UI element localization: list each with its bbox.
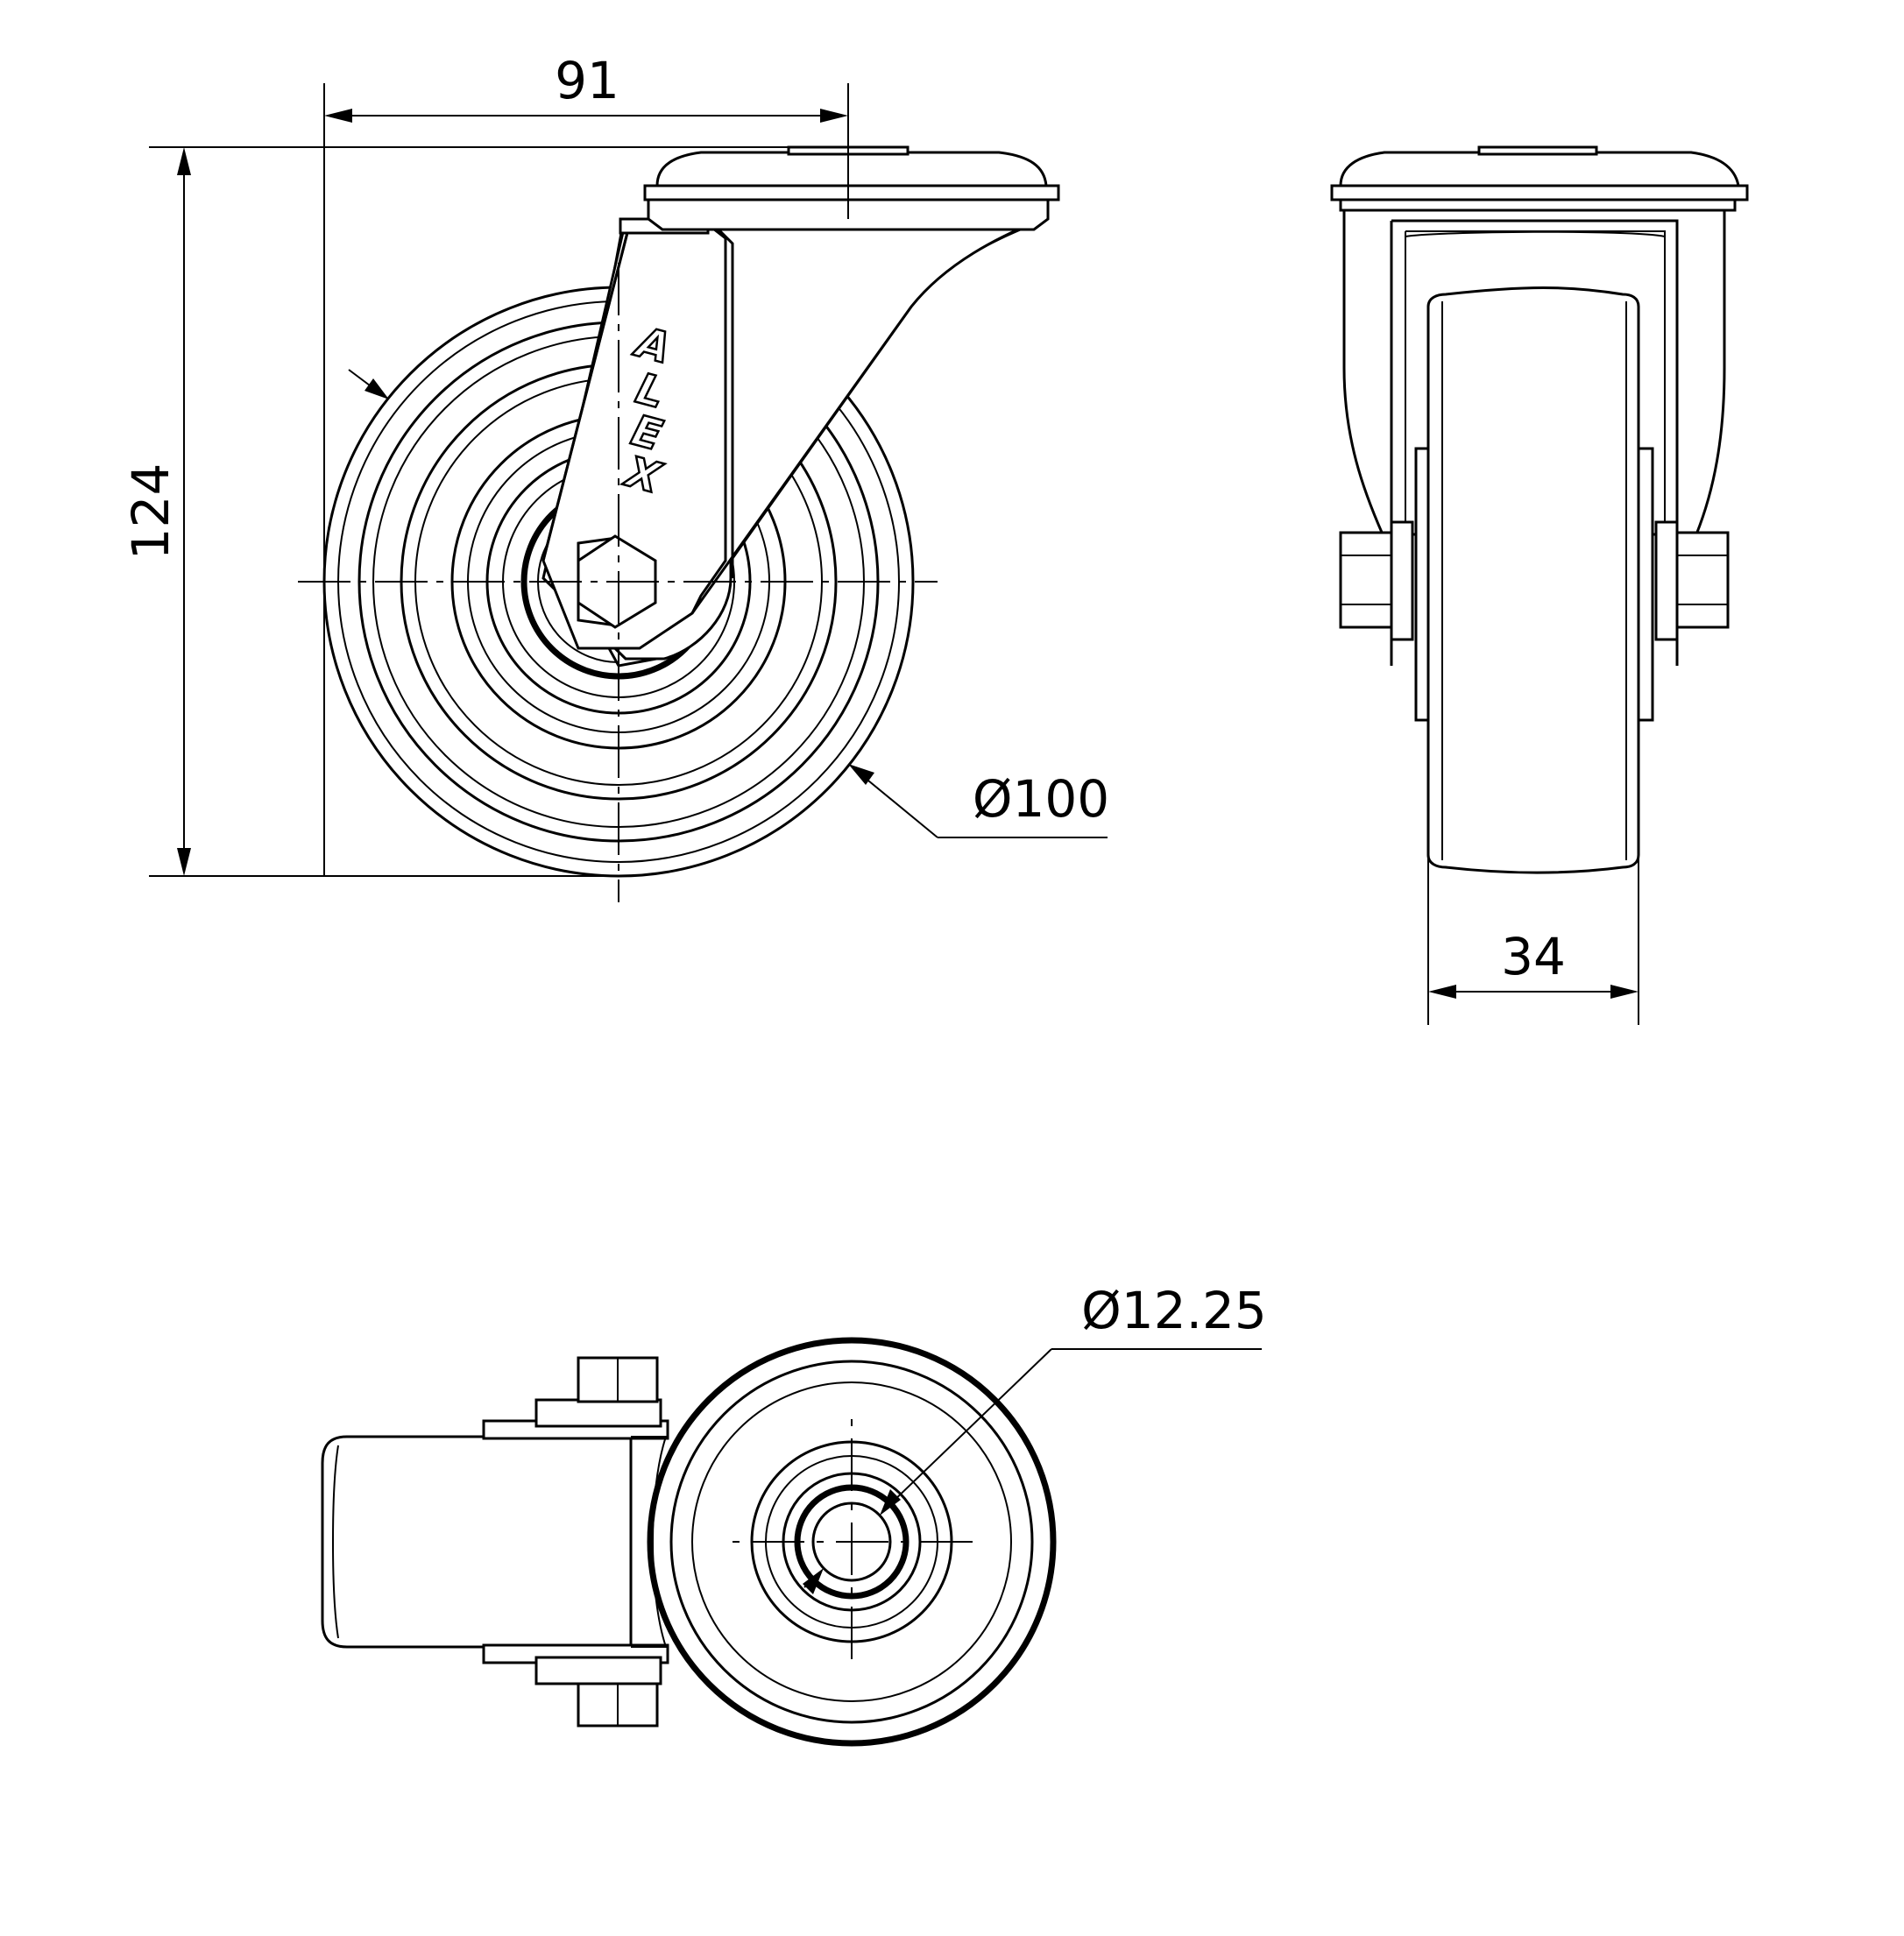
top-view: Ø12.25	[321, 1281, 1267, 1747]
side-view-top-plate	[643, 145, 1060, 231]
dimension-91-label: 91	[555, 51, 619, 110]
dimension-34-label: 34	[1501, 927, 1566, 986]
tread-leader	[348, 369, 389, 399]
dimension-diameter-12-25: Ø12.25	[803, 1281, 1267, 1594]
logo-letter-l: L	[631, 364, 669, 419]
dimension-diameter-100-label: Ø100	[973, 769, 1109, 829]
dimension-diameter-100: Ø100	[848, 764, 1109, 838]
dimension-91: 91	[323, 51, 849, 876]
dimension-34: 34	[1427, 855, 1639, 1025]
front-view-left-nut	[1339, 520, 1414, 641]
dimension-diameter-12-25-label: Ø12.25	[1081, 1281, 1267, 1340]
dimension-124: 124	[121, 146, 841, 877]
front-view-right-nut	[1654, 520, 1730, 641]
dimension-124-label: 124	[121, 463, 180, 561]
side-view: A L E X 91 124	[121, 51, 1109, 902]
front-view: 34	[1330, 145, 1749, 1025]
